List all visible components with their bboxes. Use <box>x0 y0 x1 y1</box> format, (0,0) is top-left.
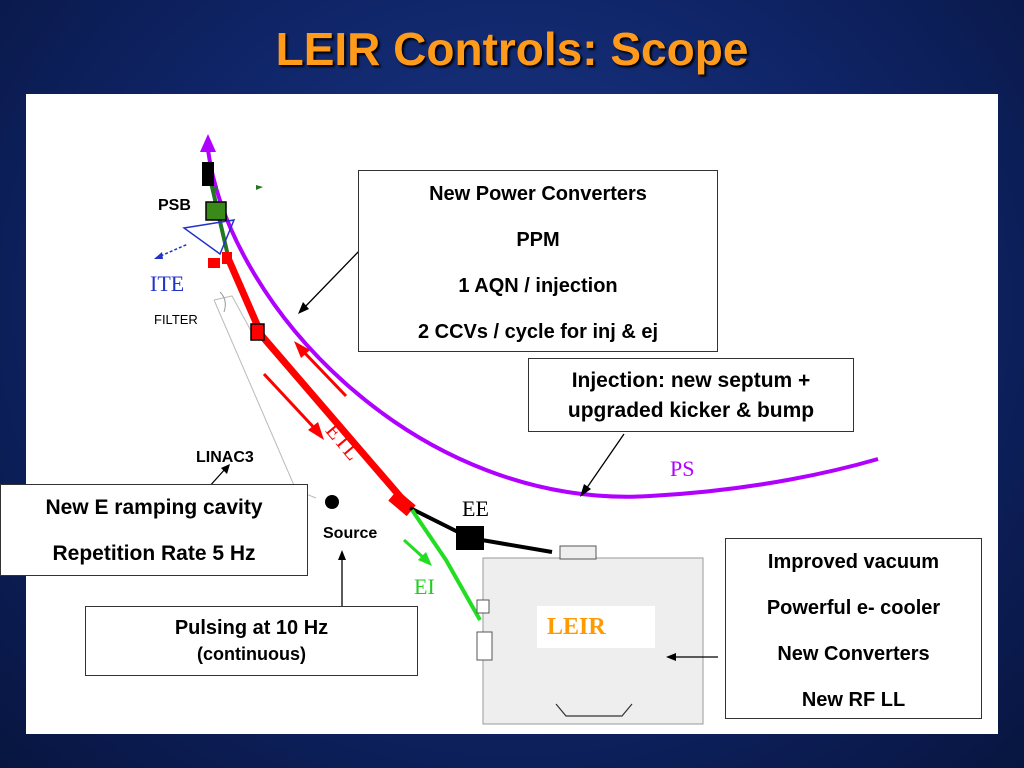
ramping-box: New E ramping cavity Repetition Rate 5 H… <box>0 484 308 576</box>
power-converters-line: 2 CCVs / cycle for inj & ej <box>417 321 659 343</box>
etl-end-magnet <box>388 489 416 517</box>
psb-magnet <box>202 162 214 186</box>
source-dot <box>325 495 339 509</box>
source-label: Source <box>323 525 378 542</box>
injection-pointer-head <box>580 484 591 497</box>
small-green-marker <box>256 185 263 190</box>
pulsing-box: Pulsing at 10 Hz (continuous) <box>85 606 418 676</box>
improvements-line: New Converters <box>777 643 930 665</box>
power-converters-pointer-head <box>298 302 309 314</box>
ramping-line: New E ramping cavity <box>45 496 263 519</box>
psb-label: PSB <box>158 197 191 214</box>
ite-label: ITE <box>150 271 185 296</box>
improvements-box: Improved vacuum Powerful e- cooler New C… <box>725 538 982 719</box>
ite-magnet-2 <box>222 252 232 264</box>
slide-title: LEIR Controls: Scope <box>275 23 749 75</box>
power-converters-pointer <box>301 247 363 311</box>
etl-arrow-down-head <box>308 422 324 440</box>
injection-pointer <box>583 433 625 493</box>
leir-label: LEIR <box>537 606 655 648</box>
etl-arrow-up-head <box>294 341 310 358</box>
source-pointer-head <box>338 550 346 560</box>
linac3-label: LINAC3 <box>196 449 254 466</box>
ite-magnet <box>208 258 220 268</box>
psb-block <box>205 201 227 221</box>
ps-label: PS <box>670 456 695 481</box>
linac3-pointer-head <box>221 464 230 474</box>
improvements-line: New RF LL <box>801 689 906 711</box>
power-converters-line: PPM <box>516 229 560 251</box>
filter-label: FILTER <box>154 312 198 327</box>
power-converters-line: New Power Converters <box>429 183 647 205</box>
ps-ring <box>206 149 879 499</box>
improvements-pointer-head <box>666 653 676 661</box>
ei-arrow-head <box>418 552 432 566</box>
etl-arrow-up <box>298 346 348 398</box>
etl-arrow-down <box>262 372 320 434</box>
ei-component <box>476 599 490 614</box>
power-converters-line: 1 AQN / injection <box>458 275 618 297</box>
ei-component-2 <box>476 631 493 661</box>
ee-component <box>559 545 597 560</box>
ei-line <box>410 508 482 621</box>
pulsing-line: (continuous) <box>197 644 306 664</box>
improvements-line: Powerful e- cooler <box>766 597 941 619</box>
injection-line: Injection: new septum + <box>571 369 811 392</box>
ee-label: EE <box>462 496 489 521</box>
injection-line: upgraded kicker & bump <box>567 399 815 422</box>
injection-box: Injection: new septum + upgraded kicker … <box>528 358 854 432</box>
ite-arrowhead <box>154 252 163 259</box>
leir-ring-detail <box>555 703 633 717</box>
ramping-line: Repetition Rate 5 Hz <box>52 542 256 565</box>
improvements-line: Improved vacuum <box>767 551 940 573</box>
ite-triangle <box>182 219 236 256</box>
pulsing-line: Pulsing at 10 Hz <box>174 617 329 639</box>
ee-magnet <box>456 526 484 550</box>
filter-bracket <box>219 291 226 313</box>
small-green-marker-2 <box>212 186 218 191</box>
ps-ring-arrowhead <box>200 134 216 152</box>
ei-label: EI <box>414 574 435 599</box>
power-converters-box: New Power Converters PPM 1 AQN / injecti… <box>358 170 718 352</box>
etl-magnet <box>250 323 265 341</box>
